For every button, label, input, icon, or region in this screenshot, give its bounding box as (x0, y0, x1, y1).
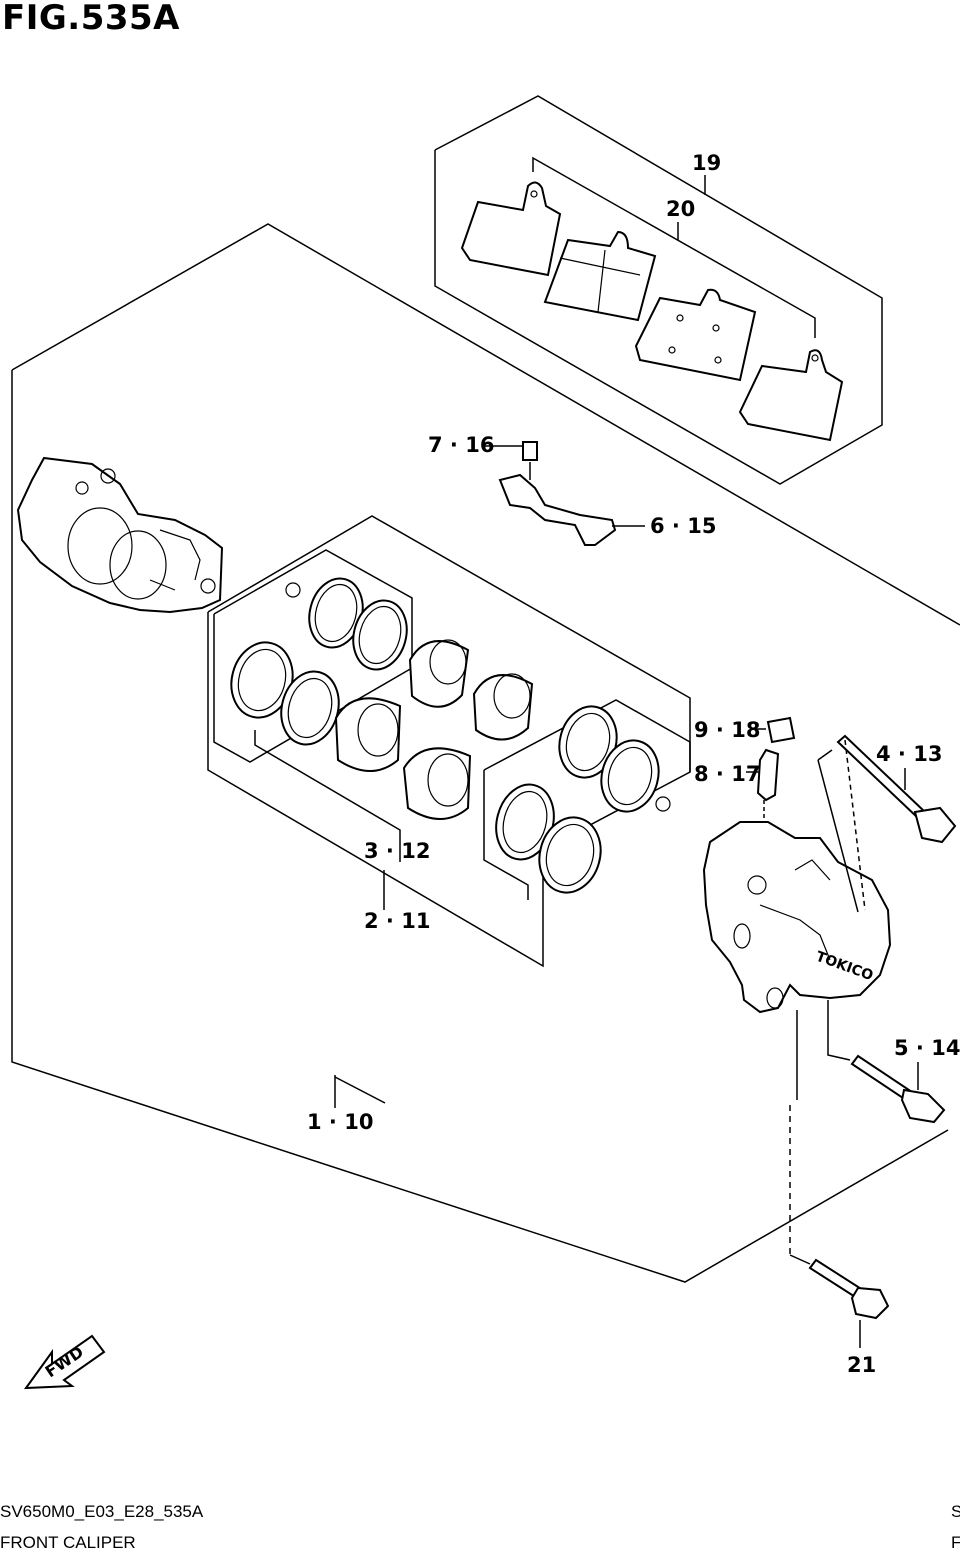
callout-19: 19 (692, 151, 721, 175)
figure-title: FIG.535A (2, 0, 180, 38)
callout-9-18: 9 · 18 (694, 718, 760, 742)
diagram-name: FRONT CALIPER (0, 1533, 136, 1552)
brake-pad-outer-left (460, 181, 562, 277)
brake-pad-friction-left (543, 230, 657, 322)
footer-right-text-2: F (951, 1533, 960, 1552)
callout-2-11: 2 · 11 (364, 909, 430, 933)
callout-3-12: 3 · 12 (364, 839, 430, 863)
fwd-direction-arrow: FWD (23, 1334, 106, 1390)
brake-pad-outer-right (738, 349, 844, 442)
caliper-mounting-bolt (789, 1010, 890, 1348)
callout-20: 20 (666, 197, 695, 221)
seal-kit-outline (207, 515, 691, 968)
piston-seal-rings (230, 577, 671, 894)
bleeder-valve (746, 748, 780, 820)
caliper-assembly-outline (11, 223, 960, 1283)
caliper-body-right: TOKICO (702, 749, 892, 1014)
pad-set-outline (434, 95, 883, 485)
callout-6-15: 6 · 15 (650, 514, 716, 538)
pad-pin (836, 734, 957, 911)
callout-4-13: 4 · 13 (876, 742, 942, 766)
callout-7-16: 7 · 16 (428, 433, 494, 457)
caliper-pin-bolt (827, 1000, 946, 1124)
caliper-body-left (16, 456, 224, 614)
callout-1-10: 1 · 10 (307, 1110, 373, 1134)
pad-spring-screw (484, 441, 538, 480)
diagram-code: SV650M0_E03_E28_535A (0, 1502, 204, 1521)
brake-pad-backing-plate (634, 288, 757, 382)
caliper-pistons (334, 639, 534, 820)
footer-right-text-1: S (951, 1502, 960, 1521)
callout-21: 21 (847, 1353, 876, 1377)
pad-spring (498, 473, 645, 546)
callout-8-17: 8 · 17 (694, 762, 760, 786)
bleeder-cap (750, 716, 796, 744)
callout-5-14: 5 · 14 (894, 1036, 960, 1060)
